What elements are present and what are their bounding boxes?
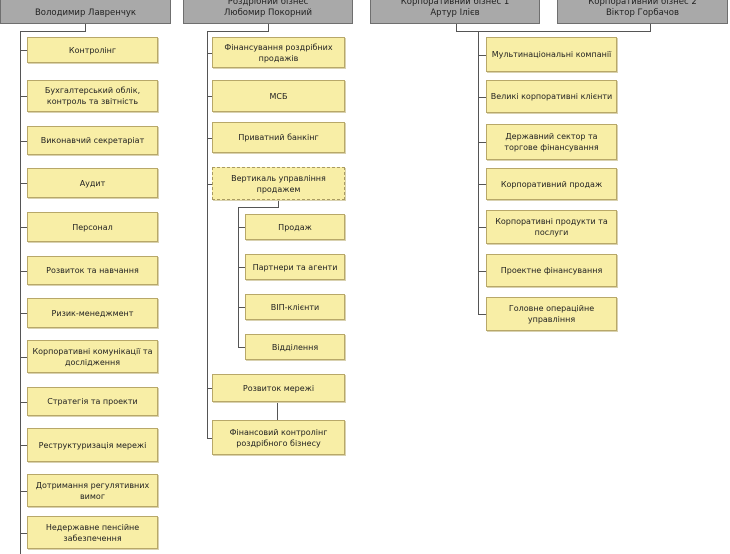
connector [20, 357, 27, 358]
connector [207, 31, 269, 32]
left-unit-box: Виконавчий секретаріат [27, 126, 158, 155]
corporate-unit-box: Державний сектор та торгове фінансування [486, 124, 617, 160]
connector [478, 31, 479, 315]
connector [456, 31, 651, 32]
header-title: Роздрібний бізнес [227, 0, 309, 7]
connector [207, 31, 208, 438]
connector [207, 388, 212, 389]
connector [20, 96, 27, 97]
left-unit-box: Бухгалтерський облік, контроль та звітні… [27, 80, 158, 112]
connector [207, 138, 212, 139]
connector [20, 402, 27, 403]
connector [20, 183, 27, 184]
connector [478, 142, 486, 143]
sales-vertical-unit-box: Відділення [245, 334, 345, 360]
connector [238, 267, 245, 268]
header-name: Любомир Покорний [224, 8, 312, 18]
header-name: Володимир Лавренчук [34, 8, 137, 18]
left-unit-box: Ризик-менеджмент [27, 298, 158, 328]
retail-unit-box: Вертикаль управління продажем [212, 167, 345, 200]
connector [650, 24, 651, 32]
retail-unit-box: МСБ [212, 80, 345, 112]
connector [85, 24, 86, 32]
connector [478, 55, 486, 56]
left-unit-box: Дотримання регулятивних вимог [27, 474, 158, 507]
header-corporate-1: Корпоративний бізнес 1 Артур Ілієв [370, 0, 540, 24]
connector [20, 141, 27, 142]
corporate-unit-box: Корпоративний продаж [486, 168, 617, 200]
connector [238, 227, 245, 228]
retail-unit-box: Приватний банкінг [212, 122, 345, 153]
retail-unit-box: Розвиток мережі [212, 374, 345, 402]
connector [207, 438, 212, 439]
header-title: Корпоративний бізнес 2 [588, 0, 697, 7]
left-unit-box: Розвиток та навчання [27, 256, 158, 285]
sales-vertical-unit-box: ВІП-клієнти [245, 294, 345, 320]
connector [478, 97, 486, 98]
retail-unit-box: Фінансовий контролінг роздрібного бізнес… [212, 420, 345, 455]
left-unit-box: Контролінг [27, 37, 158, 63]
left-unit-box: Недержавне пенсійне забезпечення [27, 516, 158, 549]
header-retail: Роздрібний бізнес Любомир Покорний [183, 0, 353, 24]
connector [20, 50, 27, 51]
header-corporate-2: Корпоративний бізнес 2 Віктор Горбачов [557, 0, 728, 24]
connector [478, 227, 486, 228]
left-unit-box: Реструктуризація мережі [27, 428, 158, 462]
connector [238, 307, 245, 308]
connector [238, 207, 239, 348]
header-head-office: Володимир Лавренчук [0, 0, 171, 24]
connector [207, 184, 212, 185]
connector [478, 271, 486, 272]
connector [278, 200, 279, 207]
connector [20, 227, 27, 228]
left-unit-box: Персонал [27, 212, 158, 242]
connector [238, 347, 245, 348]
left-unit-box: Корпоративні комунікації та дослідження [27, 340, 158, 373]
connector [456, 24, 457, 32]
connector [20, 271, 27, 272]
connector [478, 314, 486, 315]
connector [277, 402, 278, 420]
connector [20, 533, 27, 534]
corporate-unit-box: Головне операційне управління [486, 297, 617, 331]
connector [207, 53, 212, 54]
connector [20, 31, 86, 32]
connector [20, 31, 21, 554]
header-name: Артур Ілієв [430, 8, 480, 18]
connector [20, 313, 27, 314]
connector [207, 96, 212, 97]
connector [268, 24, 269, 32]
sales-vertical-unit-box: Продаж [245, 214, 345, 240]
header-title: Корпоративний бізнес 1 [400, 0, 510, 7]
connector [20, 491, 27, 492]
connector [238, 207, 279, 208]
corporate-unit-box: Корпоративні продукти та послуги [486, 210, 617, 244]
sales-vertical-unit-box: Партнери та агенти [245, 254, 345, 280]
corporate-unit-box: Проектне фінансування [486, 254, 617, 287]
left-unit-box: Аудит [27, 168, 158, 198]
connector [478, 184, 486, 185]
header-name: Віктор Горбачов [605, 8, 680, 18]
corporate-unit-box: Мультинаціональні компанії [486, 37, 617, 72]
left-unit-box: Стратегія та проекти [27, 387, 158, 416]
retail-unit-box: Фінансування роздрібних продажів [212, 37, 345, 68]
connector [20, 445, 27, 446]
corporate-unit-box: Великі корпоративні клієнти [486, 80, 617, 113]
